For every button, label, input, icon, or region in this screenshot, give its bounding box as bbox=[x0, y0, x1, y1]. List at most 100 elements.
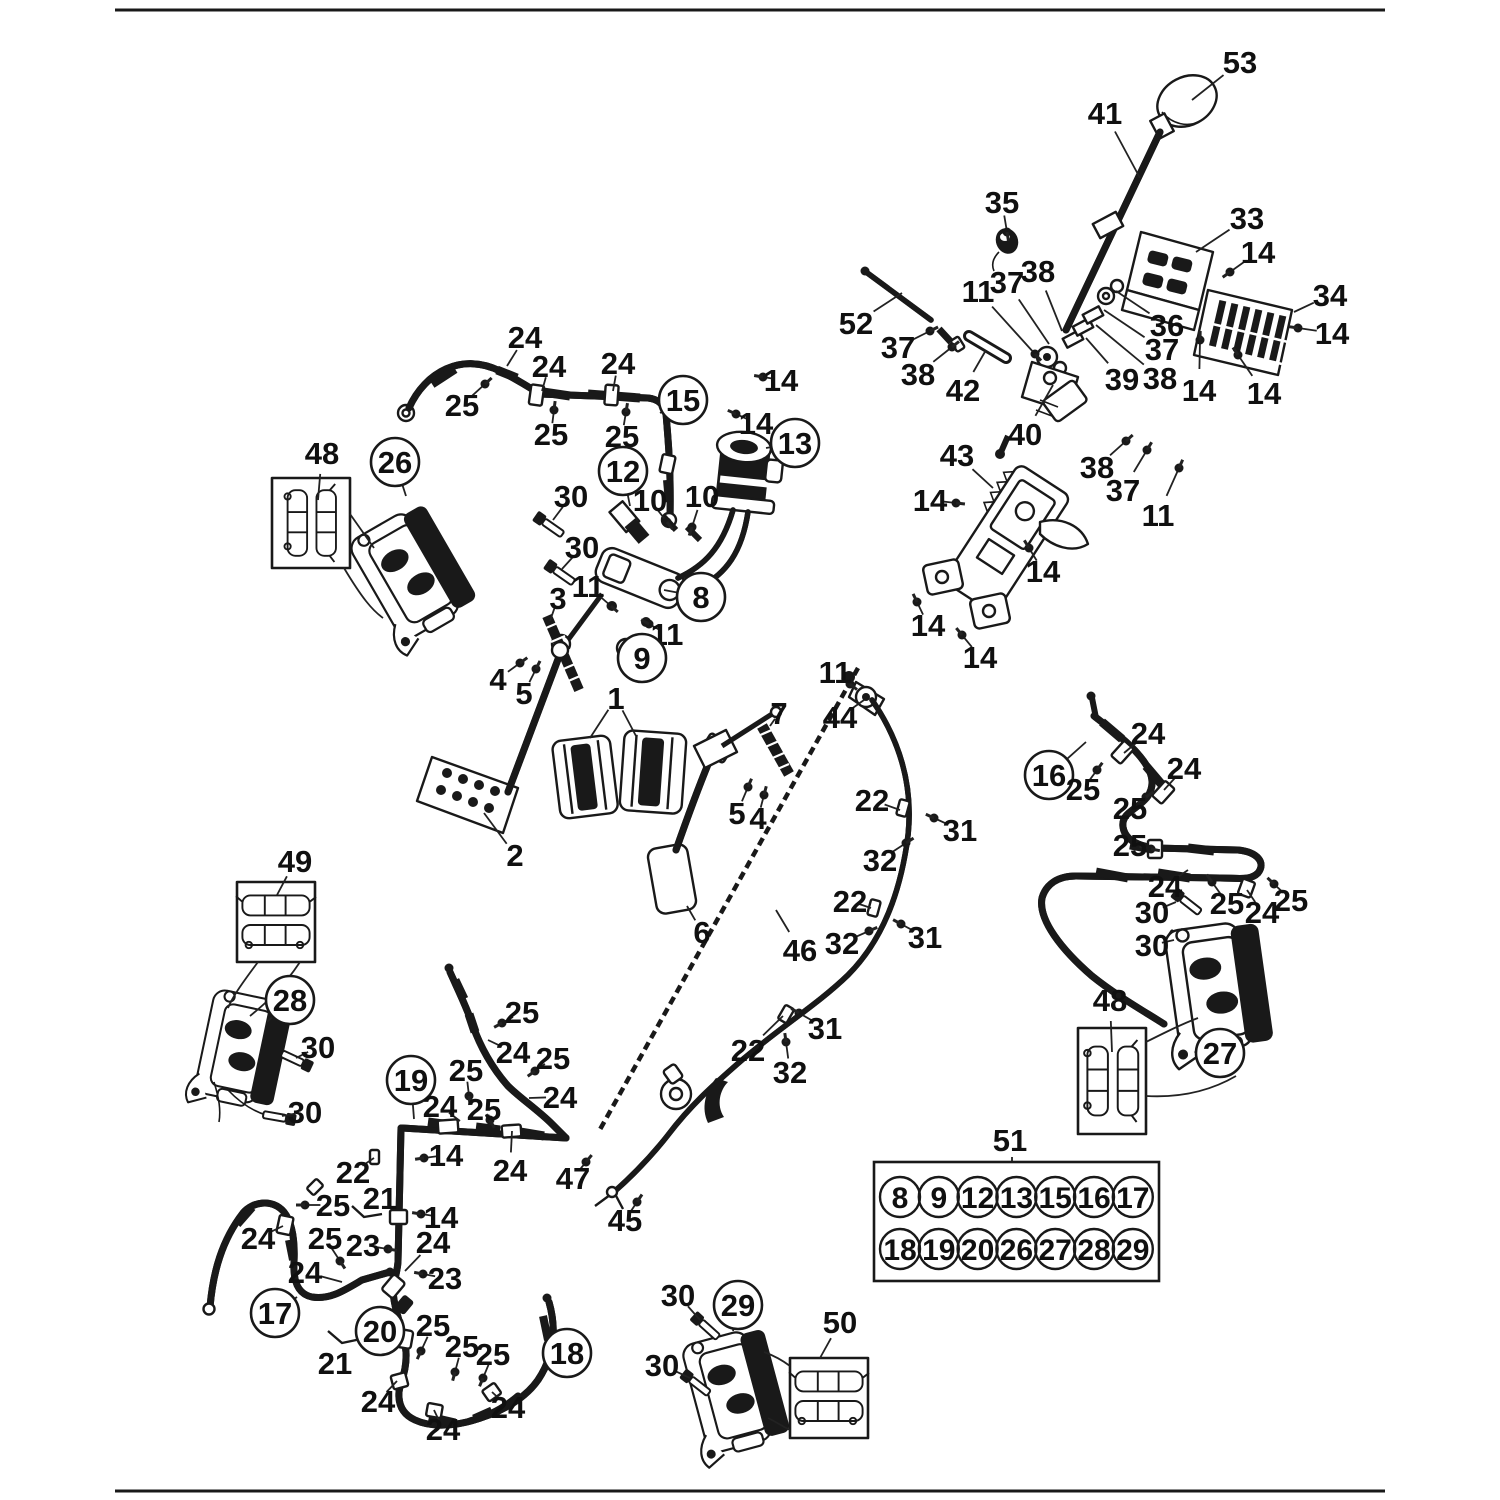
fastener-shank bbox=[1177, 459, 1185, 469]
legend-circle-19 bbox=[917, 1227, 960, 1271]
fastener-shank bbox=[338, 1260, 347, 1270]
leader-line bbox=[1044, 290, 1063, 332]
legend-number-27: 27 bbox=[1039, 1234, 1072, 1267]
callout-31: 31 bbox=[808, 1011, 842, 1046]
fastener-shank bbox=[687, 526, 694, 537]
callout-circle-15 bbox=[657, 374, 709, 426]
legend-circle-17 bbox=[1111, 1175, 1155, 1219]
callout-24: 24 bbox=[423, 1089, 458, 1124]
fastener-shank bbox=[411, 1211, 422, 1216]
leader-line bbox=[589, 709, 610, 739]
callout-33: 33 bbox=[1230, 201, 1264, 236]
callout-7: 7 bbox=[770, 696, 787, 731]
callout-5: 5 bbox=[515, 676, 532, 711]
legend-number-18: 18 bbox=[883, 1234, 916, 1267]
callout-1: 1 bbox=[607, 681, 624, 716]
callout-24: 24 bbox=[508, 320, 543, 355]
fastener-shank bbox=[1145, 441, 1153, 451]
callout-24: 24 bbox=[426, 1412, 461, 1447]
callout-25: 25 bbox=[445, 1329, 479, 1364]
shift-lever-assembly bbox=[1020, 74, 1218, 423]
callout-25: 25 bbox=[445, 388, 479, 423]
legend-label: 51 bbox=[993, 1123, 1027, 1158]
fastener-shank bbox=[610, 604, 619, 614]
leader-line bbox=[1115, 290, 1151, 315]
callout-circle-20 bbox=[354, 1305, 406, 1357]
callout-48: 48 bbox=[305, 436, 339, 471]
callout-25: 25 bbox=[1113, 791, 1147, 826]
fastener-shank bbox=[753, 374, 764, 379]
fastener-shank bbox=[868, 925, 878, 933]
callout-25: 25 bbox=[1113, 828, 1147, 863]
leader-line bbox=[1174, 869, 1189, 880]
legend-number-29: 29 bbox=[1116, 1234, 1149, 1267]
fastener-shank bbox=[519, 656, 529, 665]
legend-number-19: 19 bbox=[922, 1234, 955, 1267]
callout-24: 24 bbox=[601, 346, 636, 381]
callout-14: 14 bbox=[1182, 373, 1217, 408]
fastener-shank bbox=[526, 1069, 536, 1078]
callout-31: 31 bbox=[943, 813, 977, 848]
fastener-shank bbox=[584, 1154, 593, 1163]
callout-25: 25 bbox=[505, 995, 539, 1030]
callout-22: 22 bbox=[336, 1155, 370, 1190]
leader-line bbox=[1034, 384, 1054, 417]
callout-38: 38 bbox=[1080, 450, 1114, 485]
leader-line bbox=[819, 1337, 832, 1359]
bolt-30 bbox=[530, 509, 567, 541]
leader-line bbox=[1162, 901, 1177, 909]
callout-49: 49 bbox=[278, 844, 312, 879]
leader-line bbox=[859, 903, 872, 909]
callout-circle-27 bbox=[1194, 1027, 1246, 1079]
fastener-shank bbox=[790, 1007, 800, 1015]
callout-37: 37 bbox=[881, 330, 915, 365]
callout-14: 14 bbox=[1315, 316, 1350, 351]
callout-14: 14 bbox=[1241, 235, 1276, 270]
rear-brake-hose bbox=[1042, 691, 1262, 1028]
fastener-shank bbox=[951, 340, 960, 349]
legend-circle-9 bbox=[917, 1175, 960, 1219]
fastener-shank bbox=[783, 1032, 788, 1043]
fastener-shank bbox=[1145, 790, 1155, 799]
callout-circle-9 bbox=[616, 632, 668, 684]
callout-24: 24 bbox=[1245, 895, 1280, 930]
pad-box-48-right bbox=[1076, 1017, 1237, 1136]
leader-line bbox=[850, 699, 865, 711]
callout-30: 30 bbox=[645, 1348, 679, 1383]
callout-25: 25 bbox=[316, 1188, 350, 1223]
callout-14: 14 bbox=[764, 363, 799, 398]
callout-25: 25 bbox=[1066, 772, 1100, 807]
leader-line bbox=[528, 1096, 547, 1099]
fastener-shank bbox=[1266, 876, 1276, 886]
fastener-shank bbox=[1221, 270, 1231, 279]
callout-23: 23 bbox=[346, 1228, 380, 1263]
legend-frame bbox=[872, 1160, 1161, 1283]
leader-line bbox=[884, 803, 901, 811]
fastener-shank bbox=[929, 325, 939, 333]
callout-32: 32 bbox=[773, 1055, 807, 1090]
leader-line bbox=[1191, 74, 1225, 101]
leader-line bbox=[1103, 309, 1146, 339]
fastener-shank bbox=[1033, 352, 1043, 362]
leader-line bbox=[971, 468, 994, 489]
callout-24: 24 bbox=[1167, 751, 1202, 786]
callout-48: 48 bbox=[1093, 983, 1127, 1018]
callout-25: 25 bbox=[308, 1221, 342, 1256]
leader-line bbox=[552, 506, 564, 521]
fastener-shank bbox=[451, 1371, 457, 1382]
callout-23: 23 bbox=[428, 1261, 462, 1296]
callout-35: 35 bbox=[985, 185, 1019, 220]
callout-16: 16 bbox=[1032, 758, 1066, 793]
callout-2: 2 bbox=[506, 838, 523, 873]
callout-22: 22 bbox=[731, 1033, 765, 1068]
fastener-shank bbox=[955, 627, 964, 636]
fastener-shank bbox=[624, 402, 629, 413]
callout-30: 30 bbox=[301, 1030, 335, 1065]
fastener-shank bbox=[1205, 873, 1214, 883]
callout-38: 38 bbox=[1143, 361, 1177, 396]
callout-26: 26 bbox=[378, 445, 412, 480]
callout-14: 14 bbox=[913, 483, 948, 518]
leader-line bbox=[506, 349, 518, 367]
callout-24: 24 bbox=[241, 1221, 276, 1256]
